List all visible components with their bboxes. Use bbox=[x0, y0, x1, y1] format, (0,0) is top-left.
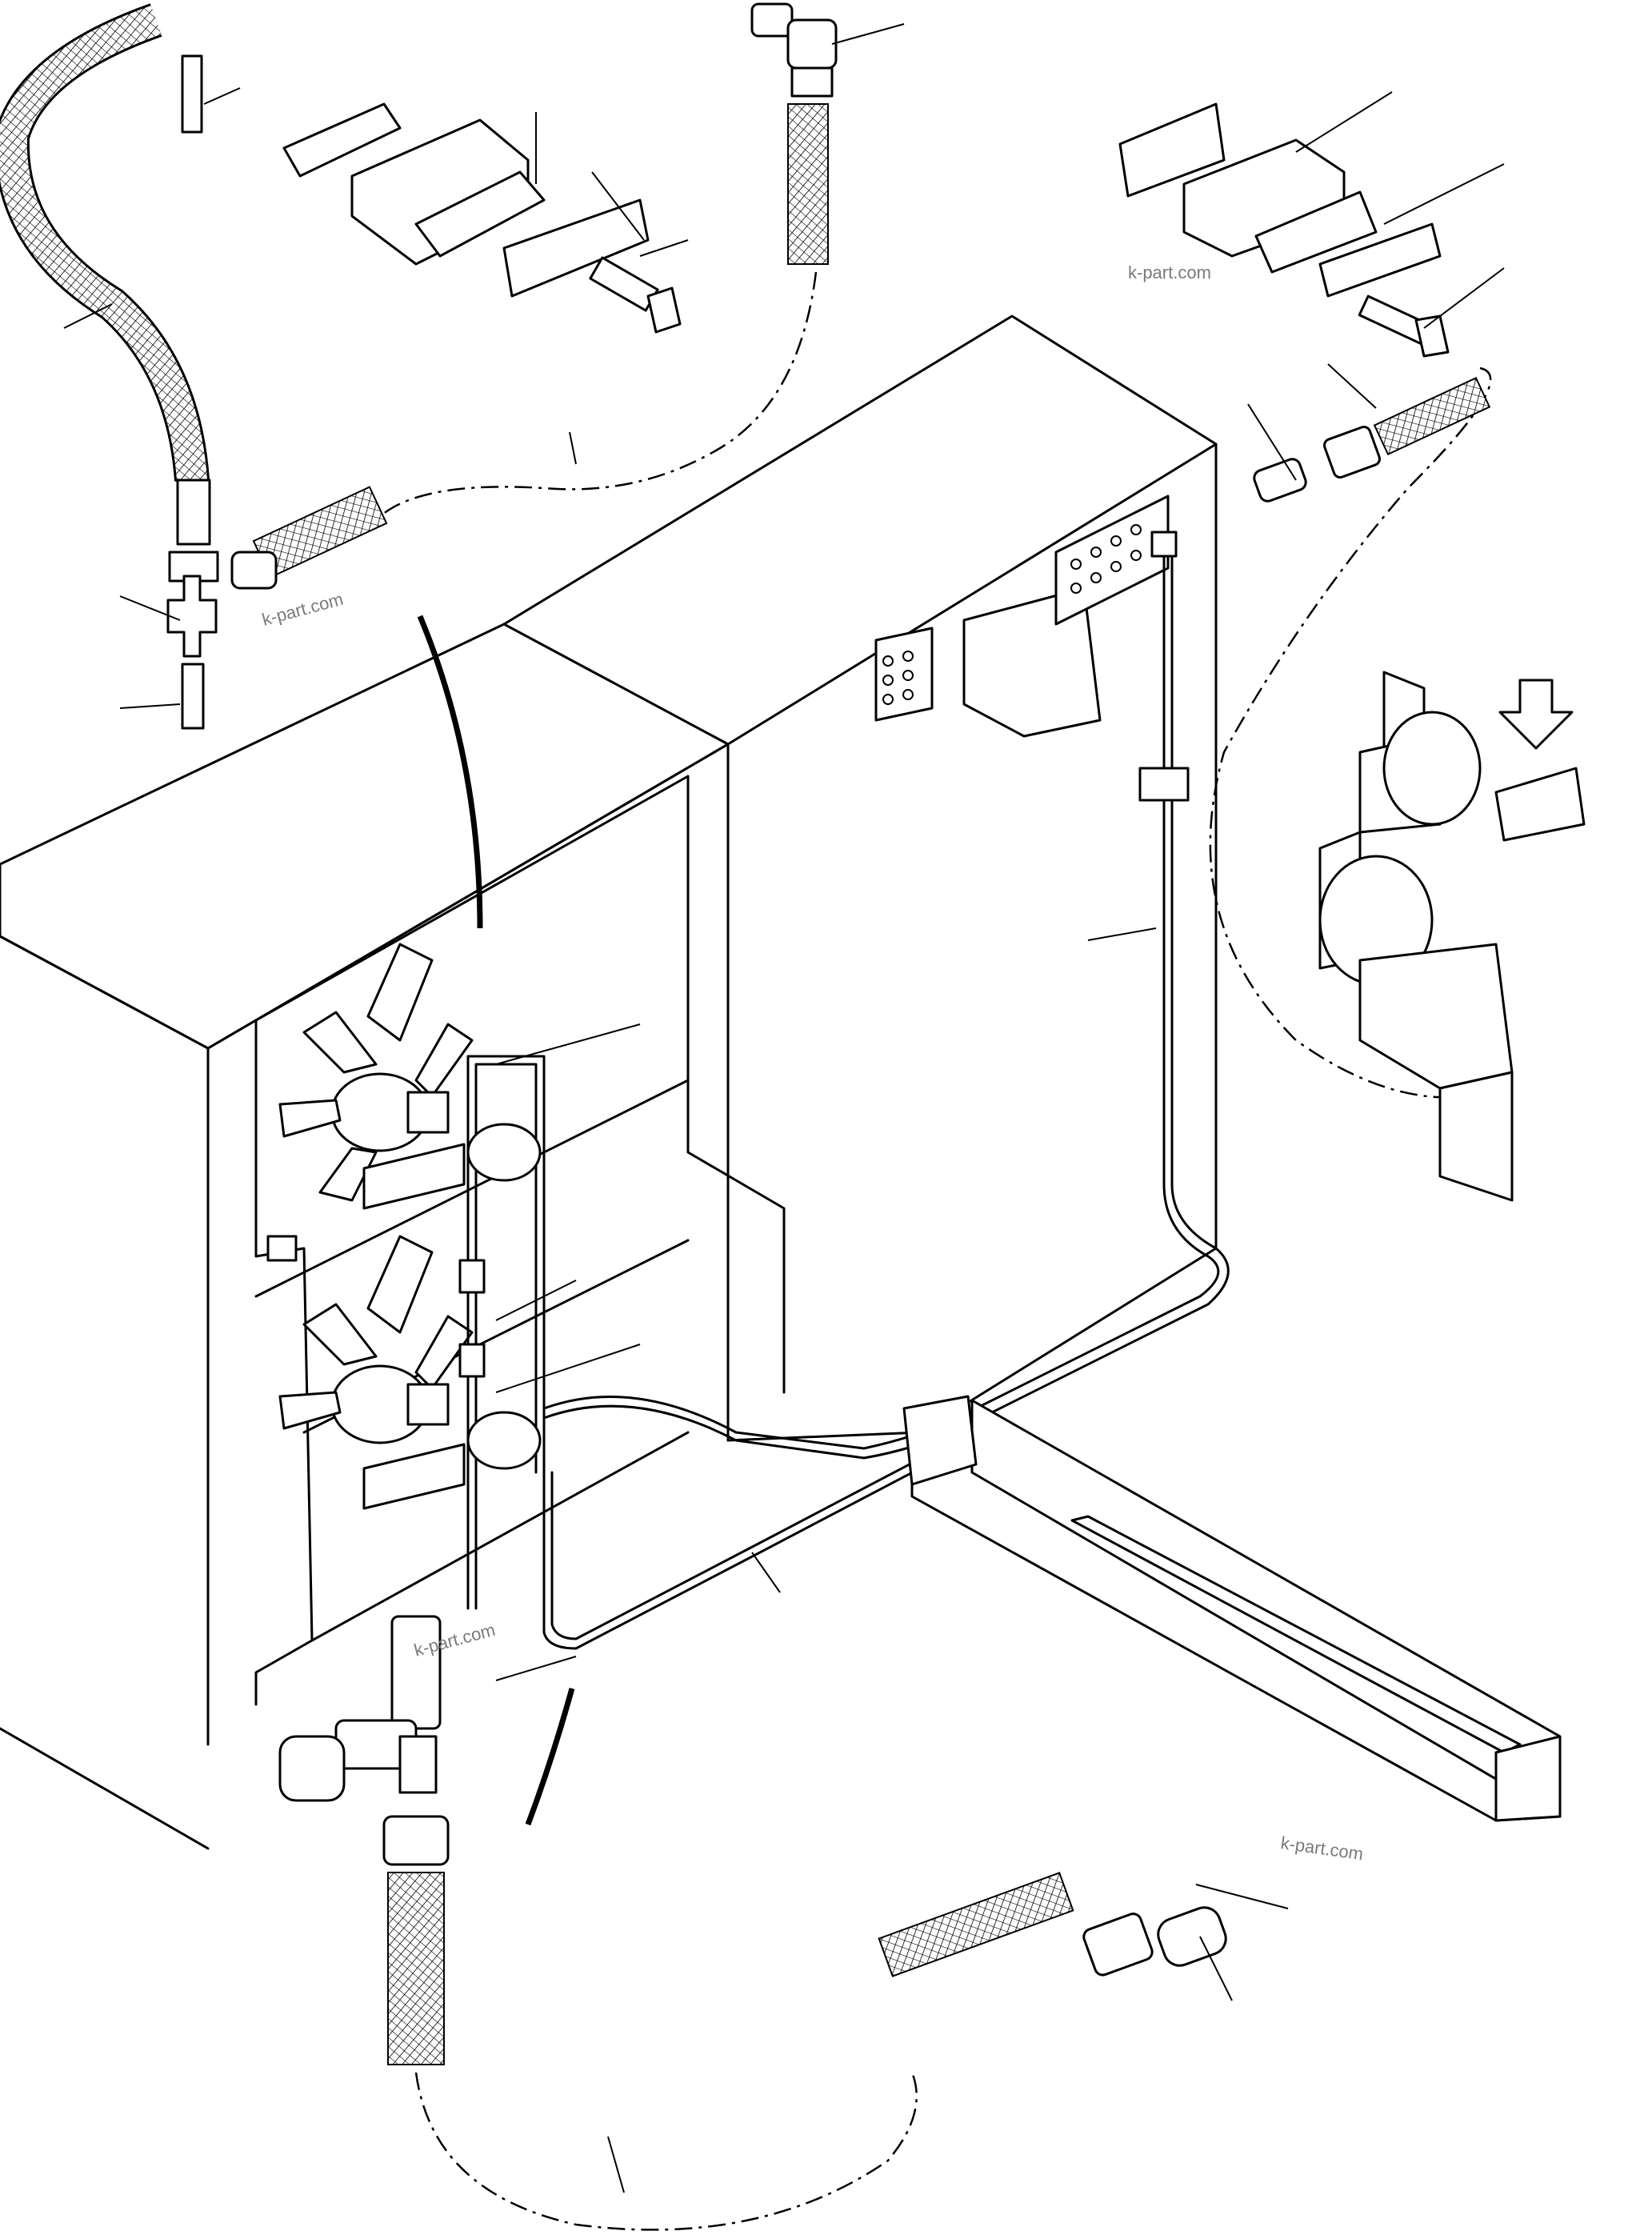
hose-fitting-bottom-right bbox=[878, 1872, 1227, 1977]
support-beam bbox=[902, 1395, 1562, 1822]
fan-lower bbox=[278, 1235, 474, 1510]
watermark-2: k-part.com bbox=[260, 589, 346, 630]
hydraulic-motor-lower bbox=[466, 1411, 542, 1470]
coupling-right bbox=[1253, 376, 1491, 503]
hole-pattern-2 bbox=[1070, 524, 1142, 594]
hydraulic-motor-upper bbox=[466, 1123, 542, 1182]
clamp-kit-right bbox=[1118, 102, 1450, 358]
clamp-kit-left bbox=[282, 102, 682, 334]
small-block bbox=[266, 1235, 298, 1262]
tee-fitting-bottom bbox=[278, 1615, 918, 2231]
pipe-elbow-upper bbox=[1150, 531, 1178, 558]
leader-lines bbox=[63, 23, 1505, 2193]
cooler-housing bbox=[0, 314, 1218, 1850]
fan-upper bbox=[278, 943, 474, 1210]
pipe-network bbox=[458, 531, 1230, 1650]
watermark-4: k-part.com bbox=[1279, 1832, 1364, 1864]
hose-top-left bbox=[0, 3, 219, 730]
elbow-fitting-top bbox=[375, 2, 838, 521]
pipe-clamp-upper bbox=[1138, 767, 1190, 802]
hose-fitting-left bbox=[230, 486, 388, 590]
watermark-1: k-part.com bbox=[1128, 262, 1211, 282]
detail-callout bbox=[1209, 366, 1586, 1202]
hole-pattern-1 bbox=[882, 651, 914, 705]
